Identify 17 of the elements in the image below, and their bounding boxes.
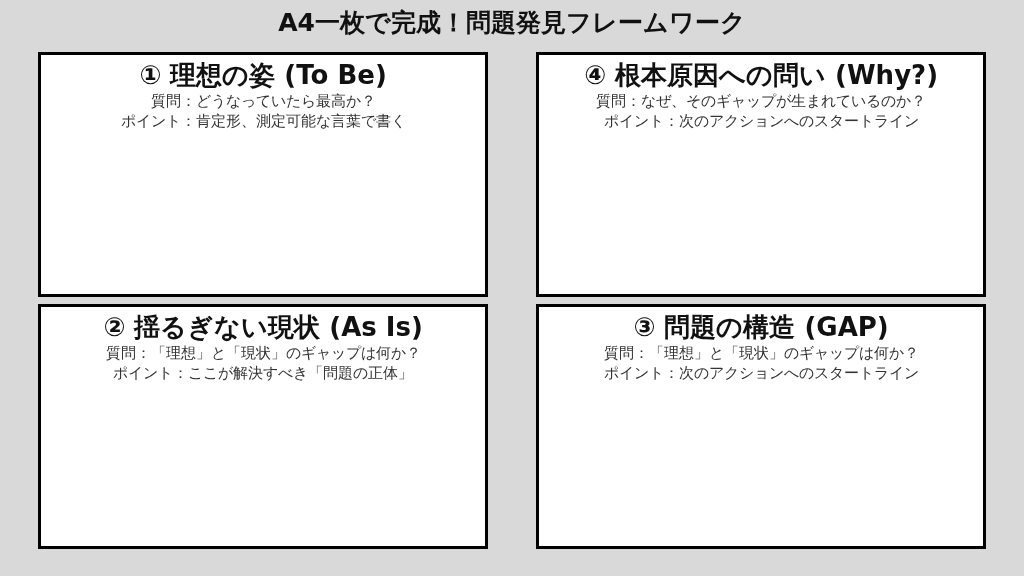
panel-heading: ② 揺るぎない現状 (As Is) <box>103 311 423 343</box>
panel-note: ポイント：次のアクションへのスタートライン <box>603 363 919 383</box>
panel-note: ポイント：肯定形、測定可能な言葉で書く <box>120 111 406 131</box>
panel-note: ポイント：ここが解決すべき「問題の正体」 <box>113 363 413 383</box>
panel-box <box>38 304 488 549</box>
panel-note: 質問：どうなっていたら最高か？ <box>150 91 376 111</box>
panel-box <box>536 52 986 297</box>
panel-note: 質問：なぜ、そのギャップが生まれているのか？ <box>596 91 926 111</box>
diagram-title: A4一枚で完成！問題発見フレームワーク <box>278 7 746 39</box>
panel-box <box>38 52 488 297</box>
panel-heading: ③ 問題の構造 (GAP) <box>633 311 889 343</box>
panel-box <box>536 304 986 549</box>
panel-heading: ① 理想の姿 (To Be) <box>139 59 387 91</box>
panel-heading: ④ 根本原因への問い (Why?) <box>583 59 939 91</box>
panel-note: 質問：「理想」と「現状」のギャップは何か？ <box>603 343 919 363</box>
panel-note: ポイント：次のアクションへのスタートライン <box>603 111 919 131</box>
panel-note: 質問：「理想」と「現状」のギャップは何か？ <box>105 343 421 363</box>
